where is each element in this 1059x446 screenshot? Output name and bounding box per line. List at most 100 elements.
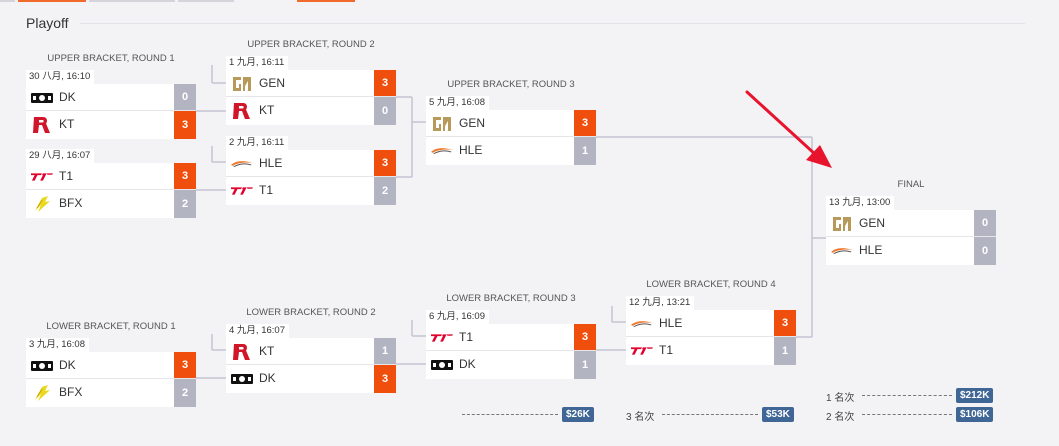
top-tab[interactable] [178,0,234,2]
t1-logo-icon [431,329,453,346]
top-tab-active[interactable] [18,0,86,2]
hle-logo-icon [231,155,253,172]
top-tab[interactable] [0,0,15,2]
team-score: 2 [174,379,196,407]
team-name: DK [59,358,76,372]
team-score: 3 [574,110,596,136]
team-score: 1 [574,351,596,379]
team-row[interactable]: KT 1 [226,338,396,365]
hle-logo-icon [631,315,653,332]
hle-logo-icon [831,242,853,259]
team-score: 0 [974,210,996,236]
team-row[interactable]: DK 0 [26,84,196,111]
top-tab[interactable] [89,0,175,2]
prize-label-3: 3 名次 [626,412,655,423]
team-score: 2 [174,190,196,218]
kt-logo-icon [231,102,253,119]
prize-badge-4: $26K [562,407,594,422]
team-name: DK [259,371,276,385]
prize-badge-2: $106K [956,407,994,422]
hle-logo-icon [431,142,453,159]
team-row[interactable]: DK 3 [26,352,196,379]
team-score: 3 [174,163,196,189]
t1-logo-icon [31,168,53,185]
match-date: 13 九月, 13:00 [826,196,895,210]
team-score: 0 [374,97,396,125]
team-name: HLE [859,243,883,257]
top-tab-active[interactable] [297,0,355,2]
t1-logo-icon [231,182,253,199]
match-date: 2 九月, 16:11 [226,136,289,150]
team-name: KT [259,344,275,358]
bfx-logo-icon [31,195,53,212]
match-date: 12 九月, 13:21 [626,296,695,310]
round-title-ub2: UPPER BRACKET, ROUND 2 [247,39,375,50]
dk-logo-icon [31,89,53,106]
prize-leader-2 [862,414,952,415]
prize-leader-1 [862,395,952,396]
team-row[interactable]: HLE 0 [826,237,996,265]
team-name: HLE [259,156,283,170]
match-date: 5 九月, 16:08 [426,96,489,110]
prize-leader-4 [462,414,558,415]
dk-logo-icon [231,370,253,387]
match-date: 29 八月, 16:07 [26,149,95,163]
prize-badge-1: $212K [956,388,994,403]
team-name: T1 [659,343,674,357]
team-row[interactable]: GEN 0 [826,210,996,237]
t1-logo-icon [631,342,653,359]
dk-logo-icon [431,356,453,373]
round-title-final: FINAL [897,179,925,190]
round-title-ub3: UPPER BRACKET, ROUND 3 [447,79,575,90]
round-title-lb3: LOWER BRACKET, ROUND 3 [446,293,576,304]
team-score: 0 [974,237,996,265]
team-score: 3 [174,352,196,378]
team-name: GEN [859,216,886,230]
gen-logo-icon [831,215,853,232]
team-score: 1 [574,137,596,165]
heading-divider [80,23,1025,24]
team-row[interactable]: HLE 3 [226,150,396,177]
round-title-lb1: LOWER BRACKET, ROUND 1 [46,321,176,332]
match-date: 3 九月, 16:08 [26,338,89,352]
prize-badge-3: $53K [762,407,794,422]
gen-logo-icon [231,75,253,92]
team-row[interactable]: GEN 3 [426,110,596,137]
team-score: 3 [574,324,596,350]
dk-logo-icon [31,357,53,374]
team-score: 3 [374,150,396,176]
team-name: GEN [259,76,286,90]
team-name: GEN [459,116,486,130]
team-score: 2 [374,177,396,205]
team-score: 3 [174,111,196,139]
team-name: DK [59,90,76,104]
kt-logo-icon [31,116,53,133]
team-name: HLE [659,316,683,330]
team-score: 1 [374,338,396,364]
team-score: 0 [174,84,196,110]
